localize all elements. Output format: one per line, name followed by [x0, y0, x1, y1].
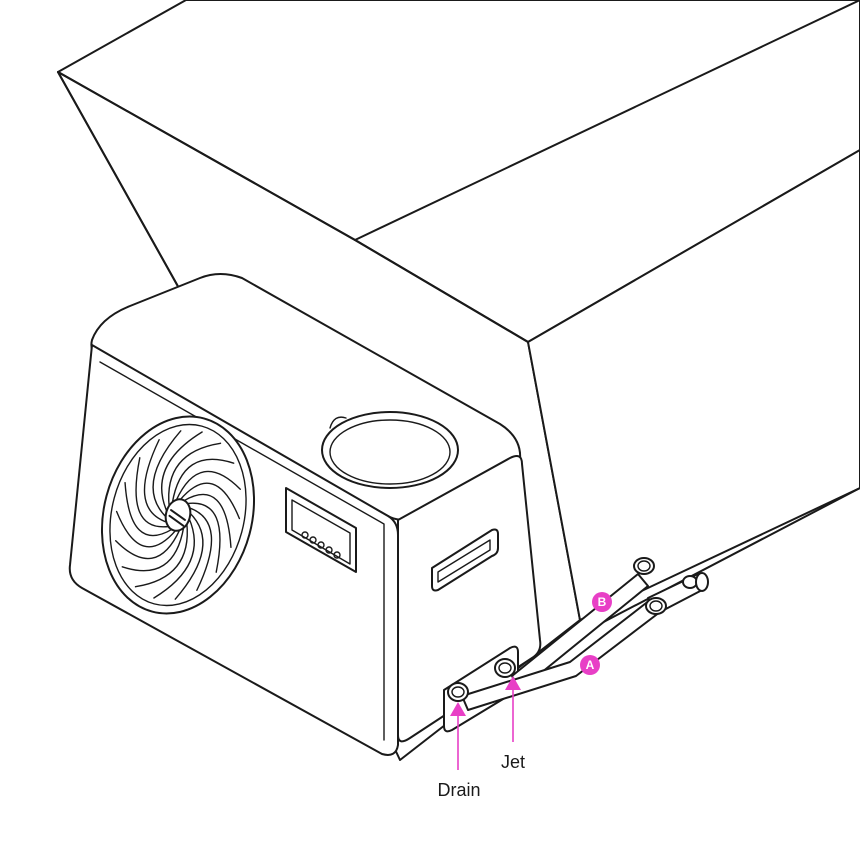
fan-blade	[168, 442, 222, 508]
jet-port-icon	[494, 658, 516, 678]
badge-b-label: B	[598, 595, 607, 609]
drain-callout: Drain	[437, 702, 481, 800]
fan-blade	[124, 481, 173, 537]
drain-port-icon	[447, 682, 469, 702]
fan-blade	[183, 493, 232, 549]
fan-blade	[171, 458, 235, 504]
badge-a: A	[580, 655, 600, 675]
fan-icon	[100, 415, 256, 615]
jet-callout: Jet	[501, 676, 525, 772]
drain-label: Drain	[437, 780, 480, 800]
control-panel-icon	[285, 487, 357, 573]
jet-label: Jet	[501, 752, 525, 772]
badge-a-label: A	[586, 658, 595, 672]
fan-blade	[160, 431, 203, 513]
fan-blade	[152, 430, 182, 519]
side-handle	[431, 528, 499, 592]
fan-blade	[175, 470, 241, 502]
fan-blade	[121, 526, 185, 572]
fan-blade	[115, 528, 181, 560]
fan-blade	[174, 511, 204, 600]
fan-blade	[179, 482, 241, 520]
top-lid	[321, 411, 459, 489]
fan-blade	[135, 457, 170, 528]
badge-b: B	[592, 592, 612, 612]
pipe-connector-icon	[633, 557, 709, 615]
fan-blade	[186, 502, 221, 573]
heat-pump-unit	[68, 273, 542, 756]
fan-blade	[153, 517, 196, 599]
fan-blade	[134, 522, 188, 588]
fan-blade	[115, 510, 177, 548]
fan-blade	[188, 506, 213, 591]
fan-blade	[143, 439, 168, 524]
